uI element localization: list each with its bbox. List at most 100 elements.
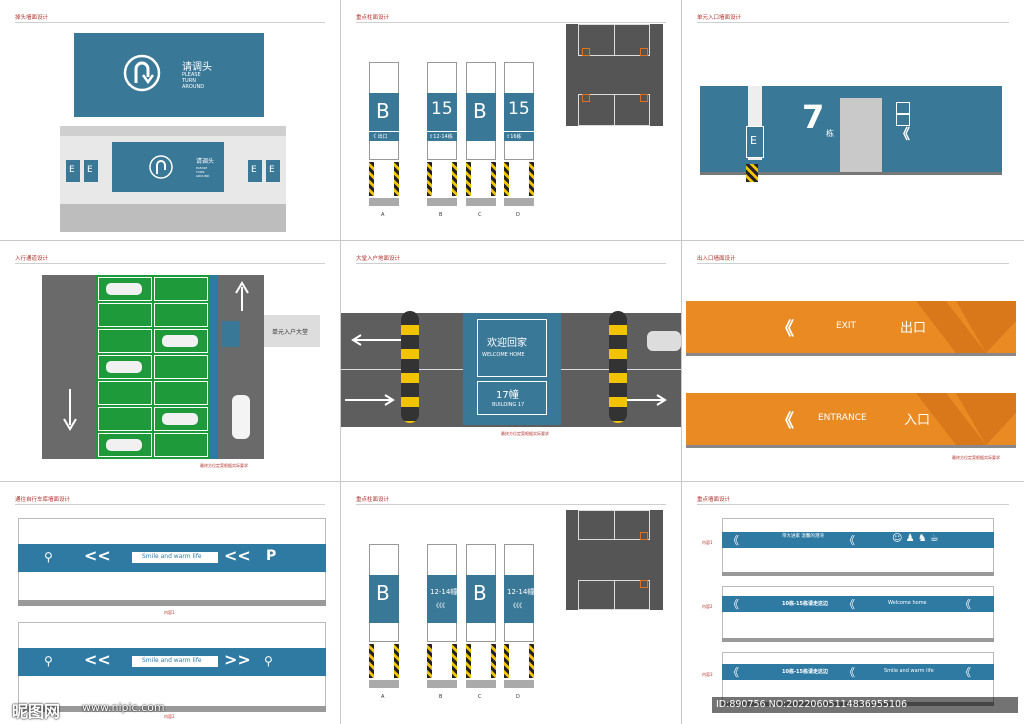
parking-slot <box>98 277 152 301</box>
panel-walkway-design: 入行通道设计 单元入户大堂 最终方位定案根据实际要求 <box>0 241 341 482</box>
render-sign: 请调头 PLEASE TURN AROUND <box>112 142 224 192</box>
pillar-column: B <box>466 62 496 160</box>
chevron-left-icon: 《 <box>960 598 971 611</box>
panel-title: 单元入口墙面设计 <box>697 15 742 21</box>
chevron-left-icon: << <box>84 546 111 565</box>
chevron-left-icon: 《 <box>896 127 910 143</box>
pillar-hazard-stripe <box>529 644 534 678</box>
panel-title: 重点墙面设计 <box>697 497 731 503</box>
pillar-label: D <box>516 694 520 700</box>
pillar-hazard-stripe <box>394 644 399 678</box>
speed-bump <box>401 311 419 423</box>
pillar-sub-text: 《 出口 <box>371 134 388 140</box>
pillar-hazard-stripe <box>369 162 374 196</box>
unit-wall: E 7 栋 《 <box>700 86 1002 174</box>
pillar-sign: B <box>369 575 399 623</box>
pillar-base <box>427 198 457 206</box>
pillar-big-text: B <box>473 581 487 605</box>
panel-title: 重点柱面设计 <box>356 15 390 21</box>
watermark-logo: 昵图网 <box>12 702 61 721</box>
parking-slot <box>154 329 208 353</box>
panel-title: 入行通道设计 <box>15 256 49 262</box>
lobby-box: 单元入户大堂 <box>264 315 320 347</box>
chevron-left-icon: 《 <box>844 598 855 611</box>
pillar-sign: B 《 出口 <box>369 93 399 141</box>
sign-pattern <box>916 393 1016 445</box>
car <box>106 283 142 295</box>
pillar-sign: 12-14幢《《《 <box>504 575 534 623</box>
pillar-hazard-stripe <box>491 162 496 196</box>
pillar-base <box>504 198 534 206</box>
bike-wall-bar-2: ⚲ << Smile and warm life >> ⚲ <box>18 648 326 676</box>
panel-title: 大堂入户地面设计 <box>356 256 401 262</box>
bike-icon: ⚲ <box>44 654 53 668</box>
parking-plan <box>566 24 663 126</box>
chevron-left-icon: 《 <box>728 534 739 547</box>
chevron-left-icon: << <box>224 546 251 565</box>
uturn-icon <box>123 54 161 92</box>
bike-icon: ⚲ <box>264 654 273 668</box>
pillar-hazard-stripe <box>452 162 457 196</box>
pillar-sign: 15⇧12-14栋 <box>427 93 457 141</box>
pillar-base <box>466 680 496 688</box>
lobby-label: 单元入户大堂 <box>272 329 309 336</box>
pillar-sign: B <box>466 575 496 623</box>
watermark-id-box: ID:8907​56 NO:20220605114836955106 <box>712 697 1018 713</box>
pillar-label: A <box>381 212 385 218</box>
welcome-mat: 欢迎回家 WELCOME HOME 17幢 BUILDING 17 <box>463 313 561 425</box>
pillar-hazard-stripe <box>427 162 432 196</box>
pillar-hazard-stripe <box>529 162 534 196</box>
pillar-big-text: B <box>473 99 487 123</box>
uturn-sign: 请调头 PLEASE TURN AROUND <box>74 33 264 117</box>
arrow-left-icon <box>351 334 401 346</box>
panel-entrance-exit-wall: 出入口墙面设计 《 EXIT 出口 《 ENTRANCE 入口 最终方位定案根据… <box>682 241 1024 482</box>
parking-slot <box>154 277 208 301</box>
pillar-sub-text: ⇧16栋 <box>506 134 522 140</box>
pillar-label: B <box>439 694 443 700</box>
chevron-left-icon: 《 <box>776 411 794 432</box>
pillar-column: 12-14幢《《《 <box>427 544 457 642</box>
pillar-sub-text: ⇧12-14栋 <box>429 134 453 140</box>
panel-key-wall: 重点墙面设计 《 带大进家 温馨的港湾 《 ☺ ♟ ♞ ☕ 内容1 《 10栋-… <box>682 482 1024 724</box>
key-wall-bar-2: 《 10栋-15栋请走这边 《 Welcome home 《 <box>722 596 994 612</box>
arrow-down-icon <box>63 389 77 431</box>
pillar-hazard-stripe <box>466 162 471 196</box>
sign-pattern <box>916 301 1016 353</box>
chevron-left-icon: << <box>84 650 111 669</box>
panel-title: 重点柱面设计 <box>356 497 390 503</box>
bike-icon: ⚲ <box>44 550 53 564</box>
pillar-column: 12-14幢《《《 <box>504 544 534 642</box>
pillar-big-text: 12-14幢 <box>430 588 458 596</box>
pillar-label: C <box>478 694 482 700</box>
pillar-label: A <box>381 694 385 700</box>
chevron-left-icon: 《 <box>960 666 971 679</box>
car <box>162 413 198 425</box>
door <box>840 98 882 174</box>
parking-slot <box>154 433 208 457</box>
parking-slot <box>154 303 208 327</box>
parking-icon: P <box>266 548 277 564</box>
pillar-label: D <box>516 212 520 218</box>
panel-uturn-wall: 掉头墙面设计 请调头 PLEASE TURN AROUND 请调头 PLEASE… <box>0 0 341 241</box>
pillar-big-text: B <box>376 99 390 123</box>
parking-slot <box>98 329 152 353</box>
pillar-sign: 15⇧16栋 <box>504 93 534 141</box>
pillar-sign: 12-14幢《《《 <box>427 575 457 623</box>
lane <box>218 275 264 459</box>
parking-slot <box>154 381 208 405</box>
key-wall-bar-1: 《 带大进家 温馨的港湾 《 ☺ ♟ ♞ ☕ <box>722 532 994 548</box>
pillar-sub-text: 《《《 <box>510 603 523 610</box>
pillar-column: B <box>466 544 496 642</box>
panel-unit-entrance-wall: 单元入口墙面设计 E 7 栋 《 <box>682 0 1024 241</box>
entrance-sign: 《 ENTRANCE 入口 <box>686 393 1016 445</box>
car <box>106 361 142 373</box>
pillar-base <box>369 680 399 688</box>
parking-slot <box>98 407 152 431</box>
pillar-label: B <box>439 212 443 218</box>
pillar-hazard-stripe <box>452 644 457 678</box>
arrow-up-icon <box>235 281 249 311</box>
pillar-hazard-stripe <box>427 644 432 678</box>
pillar-base <box>427 680 457 688</box>
parking-slot <box>154 407 208 431</box>
car <box>232 395 250 439</box>
